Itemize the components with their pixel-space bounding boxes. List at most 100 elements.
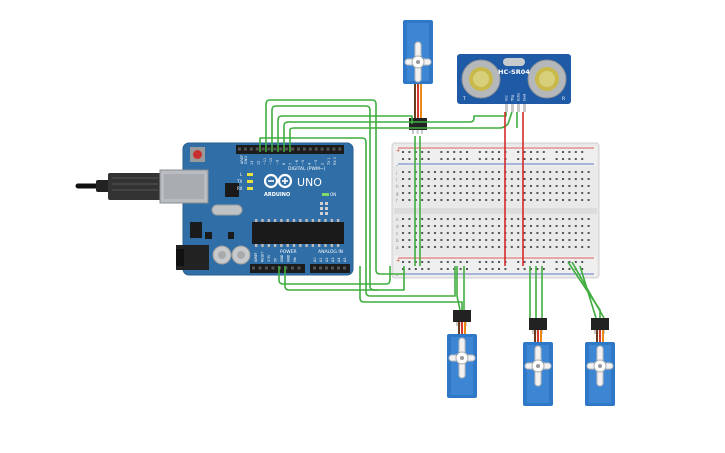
breadboard-holes xyxy=(402,151,590,270)
servo-motors xyxy=(403,20,615,406)
analog-pin-label: A3 xyxy=(331,258,335,262)
sensor-pin-label: Echo xyxy=(517,93,521,101)
board-model: UNO xyxy=(297,176,322,189)
sensor-marker-t: T xyxy=(462,96,466,102)
analog-pin-label: A5 xyxy=(343,258,347,262)
servo-motor[interactable] xyxy=(523,318,553,406)
digital-pin-label: 4 xyxy=(308,163,312,165)
power-pin-label: 3.3V xyxy=(267,254,271,262)
wire[interactable] xyxy=(259,137,456,297)
analog-pin-label: A0 xyxy=(313,258,317,262)
rail-plus-label: + xyxy=(396,148,400,154)
digital-pin-label: ~6 xyxy=(295,160,299,165)
wire[interactable] xyxy=(456,266,461,311)
wire[interactable] xyxy=(289,111,513,152)
label-on: ON xyxy=(330,192,336,197)
power-label: POWER xyxy=(280,249,297,255)
power-pin-label: 5V xyxy=(274,257,278,262)
led-l xyxy=(247,173,253,176)
board-brand: ARDUINO xyxy=(264,192,290,198)
digital-pin-label: ~11 xyxy=(263,158,267,165)
aref-label: AREF xyxy=(240,155,244,164)
power-pin-label: GND xyxy=(287,254,291,262)
bb-row-letter: b xyxy=(396,238,399,243)
servo-motor[interactable] xyxy=(585,318,615,406)
sensor-pin xyxy=(511,104,514,112)
usb-chip xyxy=(225,183,239,197)
sensor-pin xyxy=(523,104,526,112)
wire[interactable] xyxy=(283,112,507,152)
power-pin-label: RESET xyxy=(261,252,265,262)
analog-pin-label: A2 xyxy=(325,258,329,262)
servo-connector xyxy=(409,118,427,130)
sensor-pin-label: Gnd xyxy=(523,94,527,101)
analog-header xyxy=(310,264,350,273)
sensor-marker-r: R xyxy=(562,96,565,102)
power-pin-label: Vin xyxy=(293,257,297,262)
wire[interactable] xyxy=(265,99,404,275)
atmega-chip xyxy=(252,222,344,244)
bb-row-letter: a xyxy=(396,245,399,250)
digital-pin-label: RX 0 xyxy=(333,157,337,165)
usb-plug xyxy=(108,173,163,200)
bb-row-letter: h xyxy=(396,184,399,189)
wires xyxy=(259,99,605,319)
wire[interactable] xyxy=(284,266,378,291)
bb-row-letter: j xyxy=(395,170,397,175)
arduino-logo xyxy=(263,173,293,189)
servo-motor[interactable] xyxy=(447,310,477,398)
label-l: L xyxy=(240,172,243,177)
servo-motor[interactable] xyxy=(403,20,433,134)
analog-pin-label: A4 xyxy=(337,258,341,262)
analog-pin-label: A1 xyxy=(319,258,323,262)
sensor-pin xyxy=(505,104,508,112)
bb-row-letter: c xyxy=(396,231,398,236)
bb-row-letter: d xyxy=(396,224,399,229)
rail-plus-label-bottom: + xyxy=(396,258,400,264)
bb-row-letter: i xyxy=(396,177,397,182)
wire[interactable] xyxy=(278,266,391,285)
analog-label: ANALOG IN xyxy=(318,249,343,255)
digital-pin-label: TX 1 xyxy=(327,157,331,166)
sensor-crystal xyxy=(503,58,525,66)
digital-pin-label: 8 xyxy=(282,163,286,165)
bb-row-letter: e xyxy=(396,217,399,222)
digital-pin-label: ~5 xyxy=(301,160,305,165)
usb-cable-strain xyxy=(96,180,110,192)
bb-row-letter: f xyxy=(396,198,398,203)
servo-connector xyxy=(591,318,609,330)
rail-minus-label: - xyxy=(396,163,398,169)
voltage-regulator xyxy=(190,222,202,238)
digital-pin-label: ~3 xyxy=(314,160,318,165)
wire[interactable] xyxy=(579,265,597,319)
wire[interactable] xyxy=(277,115,413,152)
crystal xyxy=(211,204,243,216)
sensor-pin-label: Trig xyxy=(511,95,515,102)
label-tx: TX xyxy=(236,179,242,184)
sensor-model: HC-SR04 xyxy=(498,68,530,76)
led-tx xyxy=(247,180,253,183)
digital-pin-label: 7 xyxy=(288,163,292,165)
digital-pin-label: 12 xyxy=(256,161,260,165)
wire[interactable] xyxy=(359,266,463,310)
sensor-pin xyxy=(517,104,520,112)
power-pin-label: IOREF xyxy=(254,252,258,262)
arduino-uno-board[interactable]: L TX RX ON UNO ARDUINO DIGITAL (PWM~) PO… xyxy=(75,142,354,276)
power-pin-label: GND xyxy=(280,254,284,262)
servo-connector xyxy=(529,318,547,330)
sensor-pin-label: Vcc xyxy=(505,95,509,101)
icsp-header xyxy=(320,202,328,215)
digital-pin-label: 13 xyxy=(250,161,254,165)
bb-row-letter: g xyxy=(396,191,399,196)
rail-minus-label-bottom: - xyxy=(396,273,398,279)
power-header xyxy=(250,264,305,273)
digital-pin-label: ~10 xyxy=(269,158,273,165)
